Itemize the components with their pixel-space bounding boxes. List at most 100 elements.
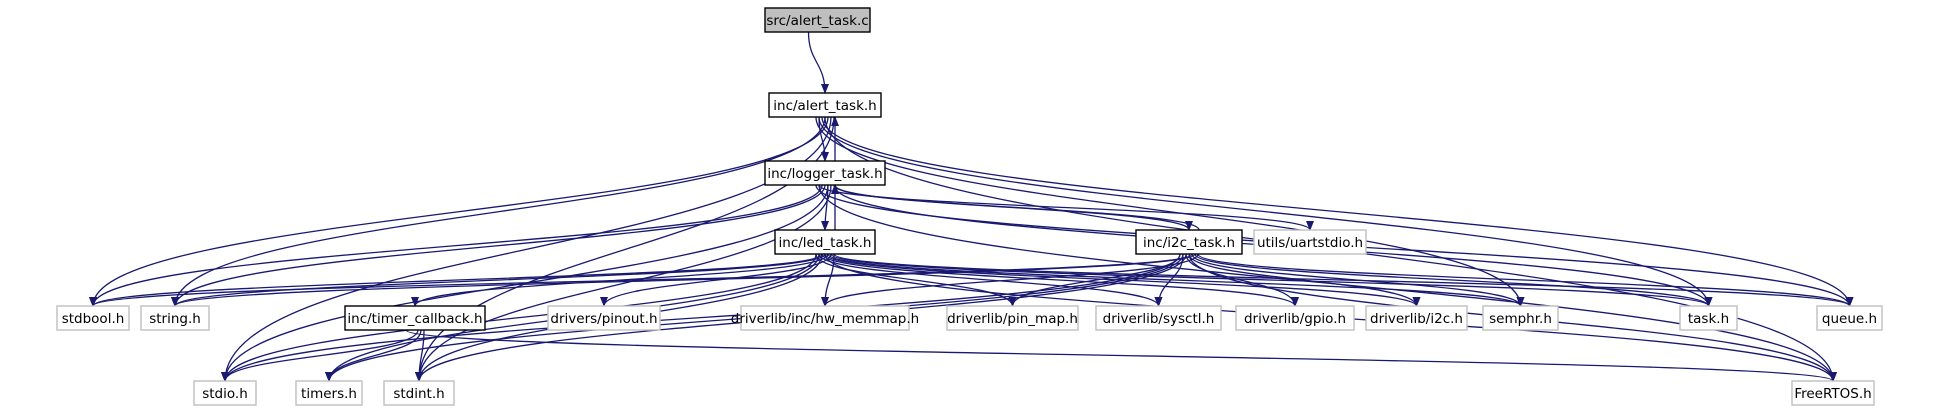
node-stdio: stdio.h [193,380,257,406]
node-box [1135,229,1243,255]
node-label: stdio.h [202,386,248,402]
node-label: timers.h [301,386,357,402]
node-box [774,229,876,255]
node-pinmap: driverlib/pin_map.h [946,305,1079,331]
edge-led-h-to-task [830,253,1713,307]
edge-path [171,184,826,307]
node-box [140,305,210,331]
edge-i2c-h-to-logger-h [831,184,1200,231]
edge-led-h-to-sysctl [818,253,1163,307]
node-label: driverlib/sysctl.h [1103,311,1215,327]
edge-path [89,116,829,307]
node-label: driverlib/i2c.h [1370,311,1463,327]
node-label: driverlib/inc/hw_memmap.h [731,311,919,327]
node-led-h[interactable]: inc/led_task.h [774,229,876,255]
node-box [1253,229,1367,255]
edge-path [1194,253,1713,307]
node-freertos: FreeRTOS.h [1791,380,1875,406]
edge-path [1197,253,1854,307]
edge-path [818,253,1163,307]
node-box [768,92,882,118]
node-box [1791,380,1875,406]
node-label: stdint.h [393,386,444,402]
edge-timer-h-to-stdio [221,329,419,382]
node-label: src/alert_task.c [766,13,868,29]
node-label: inc/timer_callback.h [347,311,482,327]
edge-logger-h-to-uartstdio [818,184,1314,231]
edge-led-h-to-stdbool [89,253,823,307]
node-label: driverlib/pin_map.h [947,311,1078,327]
edge-i2c-h-to-task [1194,253,1713,307]
node-box [1365,305,1468,331]
node-alert-c[interactable]: src/alert_task.c [764,7,871,33]
edge-logger-h-to-stdbool [89,184,823,307]
edge-timer-h-to-timers [325,329,422,382]
edge-timer-h-to-freertos [405,329,1837,382]
edge-alert-h-to-semphr [815,116,1525,307]
edge-led-h-to-queue [833,253,1854,307]
edge-path [824,253,1421,307]
edge-i2c-h-to-gpio [1185,253,1299,307]
edge-i2c-h-to-i2c [1188,253,1421,307]
edge-i2c-h-to-queue [1197,253,1854,307]
node-label: drivers/pinout.h [550,311,657,327]
edge-path [325,329,422,382]
node-pinout: drivers/pinout.h [547,305,661,331]
edge-path [89,184,823,307]
edge-led-h-to-gpio [821,253,1299,307]
edge-path [221,329,419,382]
node-stdint: stdint.h [383,380,455,406]
node-timer-h[interactable]: inc/timer_callback.h [344,305,486,331]
node-logger-h[interactable]: inc/logger_task.h [764,160,886,186]
edge-alert-c-to-alert-h [807,31,829,94]
node-box [764,7,871,33]
edge-path [171,253,826,307]
node-layer: src/alert_task.c inc/alert_task.h inc/logg… [56,7,1883,406]
node-label: inc/led_task.h [779,235,872,251]
edge-alert-h-to-queue [821,116,1854,307]
edge-path [171,253,1196,307]
node-hwmemmap: driverlib/inc/hw_memmap.h [731,305,919,331]
node-label: inc/alert_task.h [773,98,876,114]
edge-alert-h-to-task [818,116,1713,307]
edge-path [821,253,1299,307]
edge-path [415,184,832,382]
node-label: inc/logger_task.h [767,166,882,182]
node-label: stdbool.h [62,311,125,327]
edge-path [821,116,1854,307]
node-box [295,380,363,406]
node-string: string.h [140,305,210,331]
edge-path [1191,253,1525,307]
edge-led-h-to-semphr [827,253,1525,307]
edge-i2c-h-to-stdio [221,253,1181,382]
node-box [344,305,486,331]
node-label: string.h [149,311,201,327]
edge-path [1188,253,1421,307]
edge-i2c-h-to-string [171,253,1196,307]
edge-timer-h-to-stdint [415,329,425,382]
node-sysctl: driverlib/sysctl.h [1095,305,1222,331]
edge-path [815,116,1525,307]
node-box [1095,305,1222,331]
node-box [1235,305,1355,331]
node-stdbool: stdbool.h [56,305,130,331]
node-label: task.h [1688,311,1729,327]
node-box [547,305,661,331]
edge-path [807,31,829,94]
node-gpio: driverlib/gpio.h [1235,305,1355,331]
edge-path [818,116,1713,307]
edge-path [830,253,1713,307]
node-box [56,305,130,331]
edge-path [221,253,1181,382]
edge-i2c-h-to-stdbool [89,253,1193,307]
node-box [383,380,455,406]
node-label: driverlib/gpio.h [1244,311,1346,327]
edge-path [89,253,823,307]
node-box [946,305,1079,331]
node-queue: queue.h [1816,305,1883,331]
node-label: queue.h [1822,311,1877,327]
node-uartstdio: utils/uartstdio.h [1253,229,1367,255]
node-i2c-h[interactable]: inc/i2c_task.h [1135,229,1243,255]
node-alert-h[interactable]: inc/alert_task.h [768,92,882,118]
